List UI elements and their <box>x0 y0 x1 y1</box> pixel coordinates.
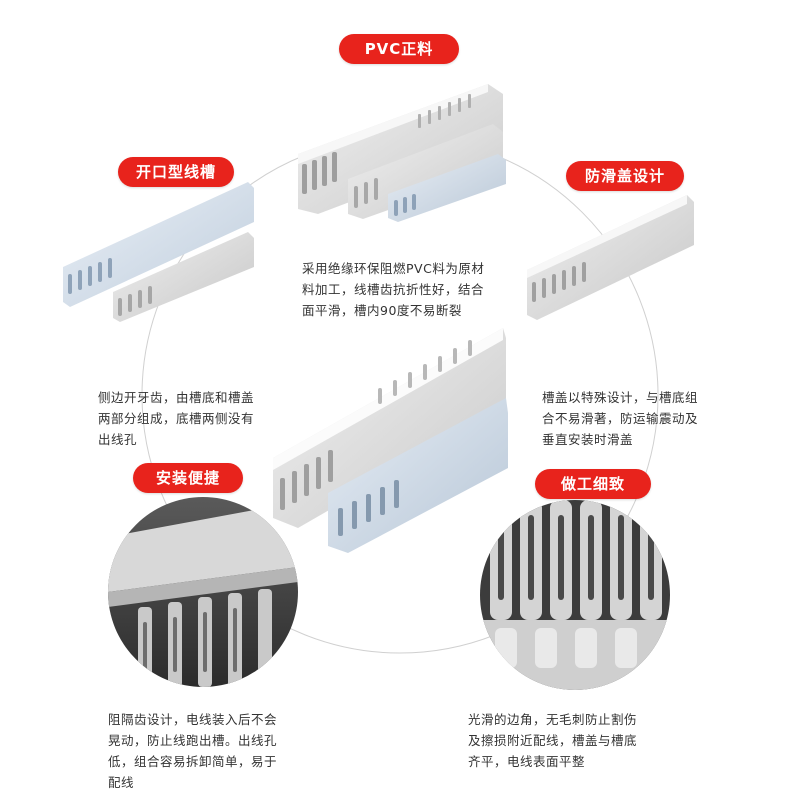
label-antislip: 防滑盖设计 <box>566 161 684 191</box>
antislip-trunking-image <box>527 195 694 320</box>
desc-craft: 光滑的边角，无毛刺防止割伤 及擦损附近配线，槽盖与槽底 齐平，电线表面平整 <box>468 709 678 772</box>
install-closeup-image <box>108 497 298 687</box>
desc-open-type-line: 两部分组成，底槽两侧没有 <box>98 411 255 426</box>
desc-craft-line: 光滑的边角，无毛刺防止割伤 <box>468 712 638 727</box>
desc-pvc: 采用绝缘环保阻燃PVC料为原材 料加工，线槽齿抗折性好，结合 面平滑，槽内90度… <box>302 258 512 321</box>
desc-install-line: 配线 <box>108 775 135 790</box>
desc-pvc-line: 采用绝缘环保阻燃PVC料为原材 <box>302 261 485 276</box>
desc-install-line: 低，组合容易拆卸简单，易于 <box>108 754 278 769</box>
desc-install-line: 晃动，防止线跑出槽。出线孔 <box>108 733 278 748</box>
label-craft: 做工细致 <box>535 469 651 499</box>
label-install: 安装便捷 <box>133 463 243 493</box>
desc-antislip: 槽盖以特殊设计，与槽底组 合不易滑著，防运输震动及 垂直安装时滑盖 <box>542 387 742 450</box>
desc-open-type-line: 侧边开牙齿，由槽底和槽盖 <box>98 390 255 405</box>
desc-install: 阻隔齿设计，电线装入后不会 晃动，防止线跑出槽。出线孔 低，组合容易拆卸简单，易… <box>108 709 308 793</box>
pvc-trunking-image <box>298 84 506 222</box>
craft-closeup-image <box>480 500 670 690</box>
label-pvc: PVC正料 <box>339 34 459 64</box>
desc-craft-line: 及擦损附近配线，槽盖与槽底 <box>468 733 638 748</box>
desc-antislip-line: 垂直安装时滑盖 <box>542 432 634 447</box>
desc-pvc-line: 料加工，线槽齿抗折性好，结合 <box>302 282 485 297</box>
desc-antislip-line: 合不易滑著，防运输震动及 <box>542 411 699 426</box>
center-trunking-image <box>273 328 508 553</box>
desc-open-type: 侧边开牙齿，由槽底和槽盖 两部分组成，底槽两侧没有 出线孔 <box>98 387 288 450</box>
open-type-trunking-image <box>63 182 254 322</box>
desc-antislip-line: 槽盖以特殊设计，与槽底组 <box>542 390 699 405</box>
desc-install-line: 阻隔齿设计，电线装入后不会 <box>108 712 278 727</box>
desc-open-type-line: 出线孔 <box>98 432 138 447</box>
desc-craft-line: 齐平，电线表面平整 <box>468 754 586 769</box>
label-open-type: 开口型线槽 <box>118 157 234 187</box>
desc-pvc-line: 面平滑，槽内90度不易断裂 <box>302 303 462 318</box>
